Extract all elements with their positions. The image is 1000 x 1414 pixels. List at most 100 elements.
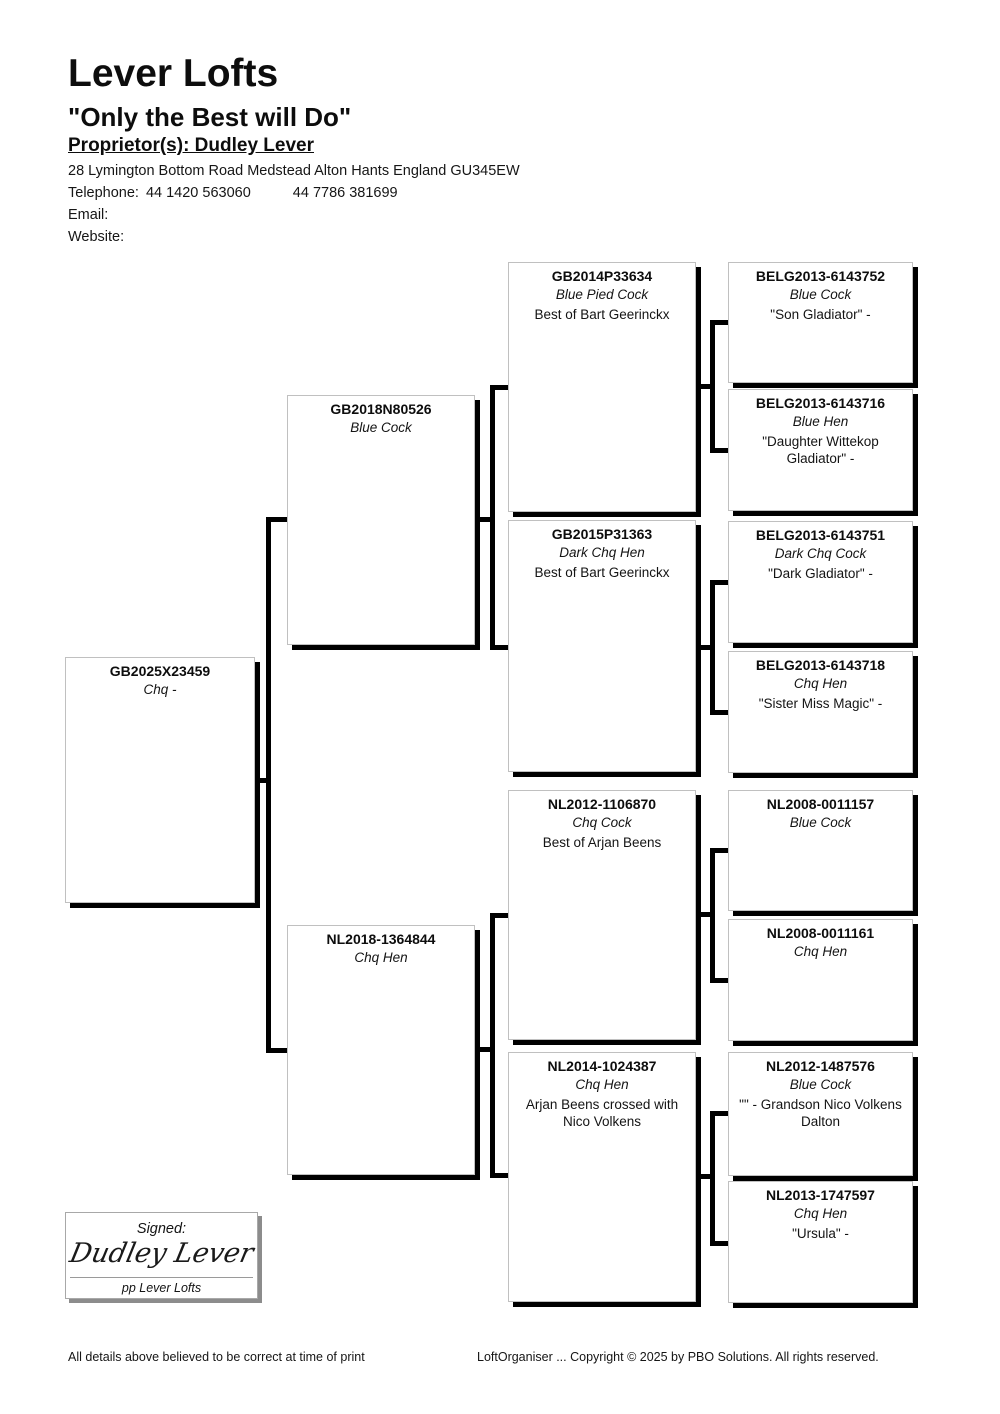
description: Best of Bart Geerinckx [534,565,670,580]
color-sex: Blue Cock [350,420,412,435]
ring-number: NL2012-1106870 [547,796,657,812]
connector-line [696,1174,710,1179]
description: "" - Grandson Nico Volkens Dalton [739,1097,902,1129]
footer-copyright: LoftOrganiser ... Copyright © 2025 by PB… [477,1350,879,1364]
description: "Sister Miss Magic" - [758,696,883,711]
pedigree-box-sire-sire-sire: BELG2013-6143752 Blue Cock "Son Gladiato… [728,262,913,383]
connector-line [710,580,728,585]
ring-number: BELG2013-6143752 [755,268,886,284]
ring-number: BELG2013-6143718 [755,657,886,673]
connector-line [266,517,287,522]
color-sex: Blue Cock [789,287,852,302]
color-sex: Chq Hen [793,676,848,691]
color-sex: Blue Cock [789,1077,852,1092]
connector-line [248,778,266,783]
color-sex: Chq Hen [793,1206,848,1221]
pedigree-box-dam-dam-dam: NL2013-1747597 Chq Hen "Ursula" - [728,1181,913,1303]
pedigree-box-dam-sire: NL2012-1106870 Chq Cock Best of Arjan Be… [508,790,696,1040]
pedigree-box-sire-dam-sire: BELG2013-6143751 Dark Chq Cock "Dark Gla… [728,521,913,643]
color-sex: Chq Hen [354,950,408,965]
connector-line [710,710,728,715]
color-sex: Blue Cock [789,815,852,830]
address-line: 28 Lymington Bottom Road Medstead Alton … [68,163,520,179]
signature-handwriting: Dudley Lever [66,1238,257,1269]
color-sex: Chq Cock [572,815,632,830]
connector-line [474,1047,490,1052]
connector-line [474,517,490,522]
loft-name-title: Lever Lofts [68,52,279,95]
description: "Son Gladiator" - [770,307,871,322]
signature-box: Signed: Dudley Lever pp Lever Lofts [65,1212,258,1299]
signature-rule [70,1277,253,1278]
description: Best of Bart Geerinckx [534,307,670,322]
pedigree-box-sire-dam-dam: BELG2013-6143718 Chq Hen "Sister Miss Ma… [728,651,913,773]
pedigree-box-dam-dam-sire: NL2012-1487576 Blue Cock "" - Grandson N… [728,1052,913,1176]
ring-number: NL2014-1024387 [547,1058,657,1074]
connector-line [266,1048,287,1053]
pedigree-box-dam: NL2018-1364844 Chq Hen [287,925,475,1175]
description: Arjan Beens crossed with Nico Volkens [525,1097,679,1129]
connector-line [490,1173,508,1178]
ring-number: GB2014P33634 [551,268,653,284]
connector-line [710,448,728,453]
pedigree-box-sire-sire: GB2014P33634 Blue Pied Cock Best of Bart… [508,262,696,512]
pedigree-box-sire: GB2018N80526 Blue Cock [287,395,475,645]
connector-line [696,645,710,650]
connector-line [710,320,728,325]
website-label: Website: [68,229,125,245]
connector-line [710,1241,728,1246]
signed-label: Signed: [136,1221,187,1237]
ring-number: NL2012-1487576 [766,1058,875,1074]
connector-line [710,580,715,715]
connector-line [696,912,710,917]
ring-number: NL2013-1747597 [766,1187,875,1203]
description: "Ursula" - [792,1226,849,1241]
color-sex: Dark Chq Cock [774,546,867,561]
ring-number: NL2018-1364844 [326,931,436,947]
email-label: Email: [68,207,109,223]
pedigree-box-sire-dam: GB2015P31363 Dark Chq Hen Best of Bart G… [508,520,696,772]
connector-line [696,384,710,389]
connector-line [490,645,508,650]
ring-number: BELG2013-6143716 [755,395,886,411]
pedigree-box-dam-sire-dam: NL2008-0011161 Chq Hen [728,919,913,1041]
connector-line [710,320,715,453]
connector-line [266,517,271,1053]
connector-line [710,1111,728,1116]
connector-line [490,385,508,390]
description: "Dark Gladiator" - [768,566,873,581]
signature-pp-label: pp Lever Lofts [121,1281,202,1295]
telephone-label: Telephone: [68,185,139,201]
pedigree-box-sire-sire-dam: BELG2013-6143716 Blue Hen "Daughter Witt… [728,389,913,511]
connector-line [710,978,728,983]
telephone-number-1: 44 1420 563060 [145,185,251,201]
ring-number: GB2018N80526 [330,401,432,417]
connector-line [490,385,495,650]
ring-number: NL2008-0011161 [766,925,875,941]
connector-line [710,1111,715,1246]
color-sex: Blue Pied Cock [555,287,649,302]
loft-motto: "Only the Best will Do" [68,102,352,132]
proprietor-line: Proprietor(s): Dudley Lever [68,135,314,156]
connector-line [710,848,715,983]
connector-line [490,913,495,1178]
connector-line [490,913,508,918]
description: Best of Arjan Beens [542,835,662,850]
pedigree-box-dam-dam: NL2014-1024387 Chq Hen Arjan Beens cross… [508,1052,696,1302]
ring-number: NL2008-0011157 [766,796,875,812]
color-sex: Dark Chq Hen [559,545,645,560]
telephone-number-2: 44 7786 381699 [292,185,398,201]
color-sex: Chq Hen [575,1077,629,1092]
description: "Daughter Wittekop Gladiator" - [762,434,879,466]
ring-number: GB2015P31363 [551,526,653,542]
pedigree-box-dam-sire-sire: NL2008-0011157 Blue Cock [728,790,913,911]
color-sex: Blue Hen [792,414,849,429]
connector-line [710,848,728,853]
pedigree-box-subject: GB2025X23459 Chq - [65,657,255,903]
footer-disclaimer: All details above believed to be correct… [68,1350,365,1364]
color-sex: Chq - [143,682,177,697]
color-sex: Chq Hen [793,944,848,959]
telephone-line: Telephone: 44 1420 563060 44 7786 381699 [68,185,398,201]
ring-number: GB2025X23459 [109,663,211,679]
